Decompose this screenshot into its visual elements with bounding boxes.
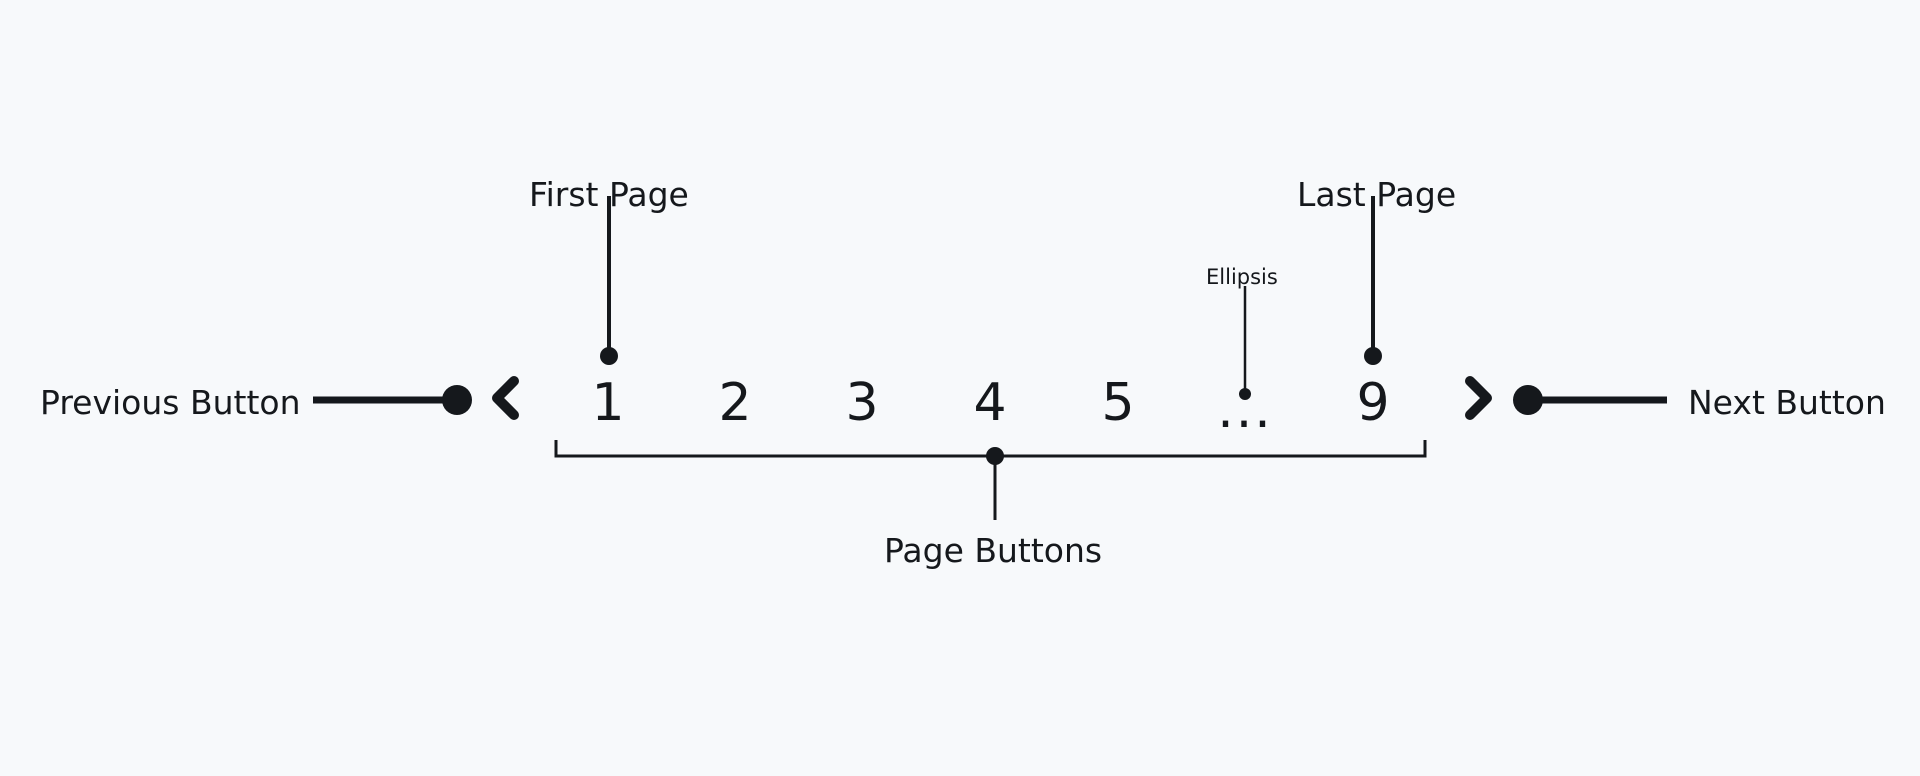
chevron-left-icon[interactable] xyxy=(488,375,522,425)
annotation-last-page: Last Page xyxy=(1297,175,1457,214)
ellipsis-indicator: ... xyxy=(1217,380,1273,440)
previous-button-leader xyxy=(313,385,472,415)
page-button-1[interactable]: 1 xyxy=(591,373,625,433)
annotation-next-button: Next Button xyxy=(1688,383,1886,422)
next-button-leader xyxy=(1513,385,1667,415)
first-page-leader xyxy=(600,196,618,365)
page-button-last[interactable]: 9 xyxy=(1356,373,1390,433)
page-button-4[interactable]: 4 xyxy=(973,373,1007,433)
page-buttons-bracket xyxy=(554,440,1427,520)
chevron-right-icon[interactable] xyxy=(1461,375,1495,425)
ellipsis-leader xyxy=(1239,286,1251,400)
page-button-5[interactable]: 5 xyxy=(1101,373,1135,433)
annotation-first-page: First Page xyxy=(529,175,689,214)
last-page-leader xyxy=(1364,196,1382,365)
annotation-previous-button: Previous Button xyxy=(40,383,301,422)
page-button-3[interactable]: 3 xyxy=(845,373,879,433)
annotation-page-buttons: Page Buttons xyxy=(884,531,1103,570)
annotation-ellipsis: Ellipsis xyxy=(1206,265,1278,289)
page-button-2[interactable]: 2 xyxy=(718,373,752,433)
